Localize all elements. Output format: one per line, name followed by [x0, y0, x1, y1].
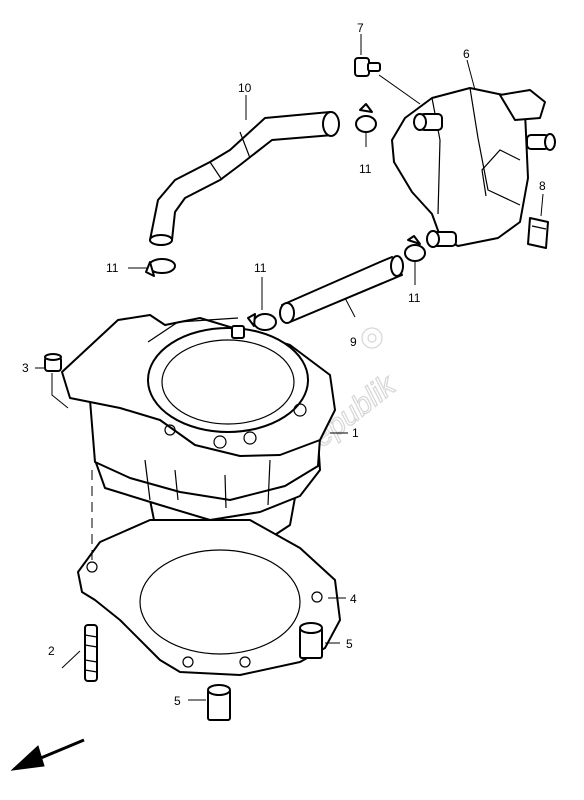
callout-3: 3	[22, 361, 29, 375]
part-11-clamp-a	[145, 258, 176, 277]
part-11-clamp-b	[247, 313, 277, 331]
part-7-bolt	[354, 57, 381, 77]
callout-1: 1	[352, 426, 359, 440]
callout-4: 4	[350, 592, 357, 606]
front-direction-arrow-icon	[10, 738, 85, 771]
part-2-stud	[84, 624, 98, 682]
callout-8: 8	[539, 179, 546, 193]
callout-10: 10	[238, 81, 252, 95]
callout-5a: 5	[346, 637, 353, 651]
callout-11b: 11	[254, 261, 267, 275]
callout-6: 6	[463, 47, 470, 61]
leader-lines	[35, 34, 544, 701]
part-11-clamp-d	[404, 235, 426, 262]
part-9-hose	[279, 255, 404, 324]
callout-9: 9	[350, 335, 357, 349]
part-5-dowel-b	[207, 684, 231, 721]
callout-2: 2	[48, 644, 55, 658]
callout-11a: 11	[106, 261, 119, 275]
callout-5b: 5	[174, 694, 181, 708]
part-8-cushion	[527, 217, 549, 249]
part-5-dowel-a	[299, 622, 323, 659]
watermark-gear-icon	[361, 327, 383, 349]
callout-7: 7	[357, 21, 364, 35]
part-11-clamp-c	[355, 103, 377, 133]
part-10-hose	[149, 111, 340, 246]
callout-11c: 11	[359, 162, 372, 176]
part-3-plug	[44, 353, 62, 372]
callout-11d: 11	[408, 291, 421, 305]
part-6-valve-box	[391, 87, 556, 248]
